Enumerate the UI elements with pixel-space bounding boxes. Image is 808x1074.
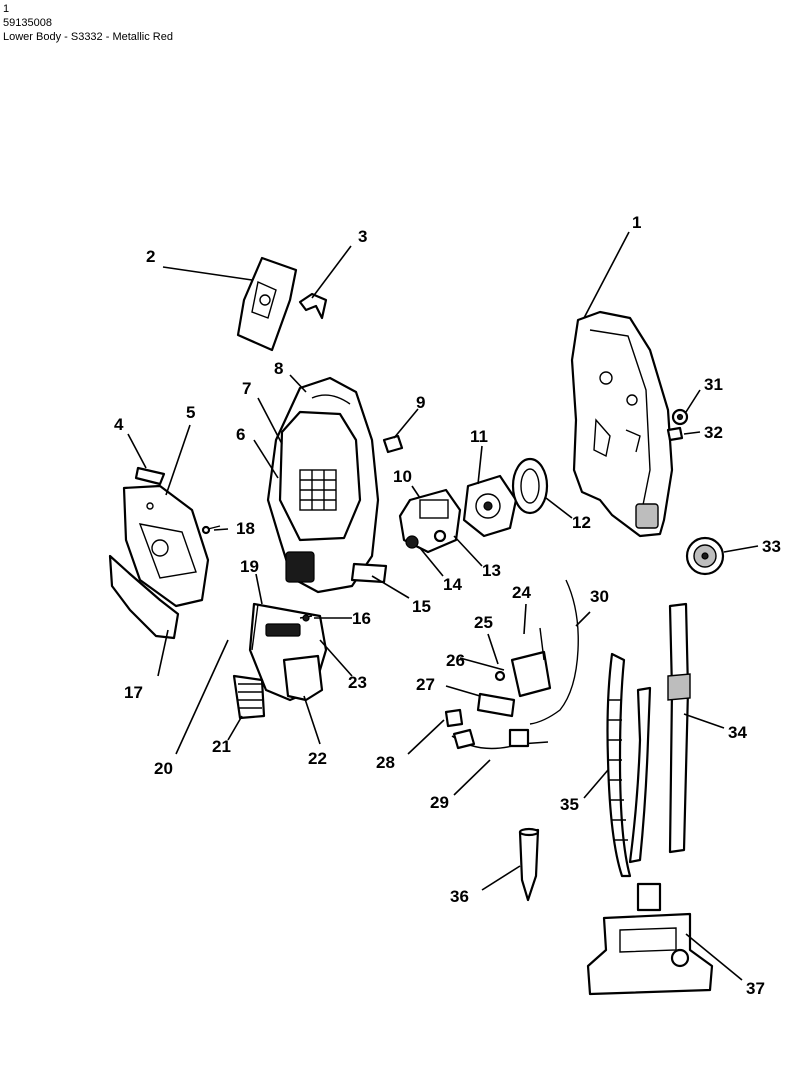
callout-28: 28 xyxy=(376,753,395,772)
part-4-tab xyxy=(134,466,166,486)
callout-8: 8 xyxy=(274,359,283,378)
callout-22: 22 xyxy=(308,749,327,768)
part-30-cord xyxy=(529,579,579,725)
part-29-harness xyxy=(451,728,549,750)
callout-20: 20 xyxy=(154,759,173,778)
part-6-7-8-main-body xyxy=(266,376,380,594)
part-21-grille xyxy=(232,674,266,720)
part-11-fan-housing xyxy=(462,474,518,538)
part-17-shroud xyxy=(108,554,180,640)
callout-3: 3 xyxy=(358,227,367,246)
callout-36: 36 xyxy=(450,887,469,906)
callout-34: 34 xyxy=(728,723,747,742)
callout-11: 11 xyxy=(470,427,488,446)
callout-31: 31 xyxy=(704,375,723,394)
callout-17: 17 xyxy=(124,683,143,702)
callout-16: 16 xyxy=(352,609,371,628)
part-number: 59135008 xyxy=(3,17,52,29)
callout-9: 9 xyxy=(416,393,425,412)
part-28-connector xyxy=(444,708,464,728)
part-5-front-cover xyxy=(122,484,210,608)
callout-24: 24 xyxy=(512,583,531,602)
callout-26: 26 xyxy=(446,651,465,670)
callout-4: 4 xyxy=(114,415,124,434)
callout-27: 27 xyxy=(416,675,435,694)
callout-29: 29 xyxy=(430,793,449,812)
callout-15: 15 xyxy=(412,597,431,616)
callout-32: 32 xyxy=(704,423,723,442)
part-31-32-fasteners xyxy=(666,408,689,442)
part-27-board xyxy=(476,692,516,718)
diagram-title: Lower Body - S3332 - Metallic Red xyxy=(3,31,173,43)
callout-10: 10 xyxy=(393,467,412,486)
part-18-screw xyxy=(201,525,221,535)
part-35-hose xyxy=(606,652,652,878)
header: 1 59135008 Lower Body - S3332 - Metallic… xyxy=(3,2,173,44)
leader-lines xyxy=(127,231,759,981)
part-37-floor-nozzle xyxy=(586,882,714,996)
part-34-wand xyxy=(667,602,691,854)
part-33-wheel xyxy=(685,536,725,576)
part-16-screw xyxy=(299,614,313,622)
callout-25: 25 xyxy=(474,613,493,632)
callout-19: 19 xyxy=(240,557,259,576)
part-24-25-26-switch xyxy=(494,627,552,698)
callout-labels: 1 2 3 4 5 6 7 8 9 10 11 12 13 14 15 16 1… xyxy=(114,213,781,998)
part-36-crevice-tool xyxy=(518,827,540,902)
part-1-rear-housing xyxy=(570,310,674,538)
part-3-clip xyxy=(298,292,328,320)
callout-1: 1 xyxy=(632,213,641,232)
part-2-bag-holder xyxy=(236,256,298,352)
part-22-side-panel xyxy=(282,654,324,702)
callout-21: 21 xyxy=(212,737,231,756)
callout-37: 37 xyxy=(746,979,765,998)
callout-5: 5 xyxy=(186,403,195,422)
callout-14: 14 xyxy=(443,575,462,594)
part-10-13-14-motor xyxy=(398,488,462,554)
callout-13: 13 xyxy=(482,561,501,580)
callout-7: 7 xyxy=(242,379,251,398)
part-12-gasket-ring xyxy=(511,457,549,515)
callout-23: 23 xyxy=(348,673,367,692)
callout-12: 12 xyxy=(572,513,591,532)
page-number: 1 xyxy=(3,3,10,15)
part-9-connector xyxy=(382,434,404,454)
callout-18: 18 xyxy=(236,519,255,538)
callout-2: 2 xyxy=(146,247,155,266)
callout-35: 35 xyxy=(560,795,579,814)
callout-30: 30 xyxy=(590,587,609,606)
callout-33: 33 xyxy=(762,537,781,556)
part-15-filter xyxy=(350,562,388,584)
callout-6: 6 xyxy=(236,425,245,444)
